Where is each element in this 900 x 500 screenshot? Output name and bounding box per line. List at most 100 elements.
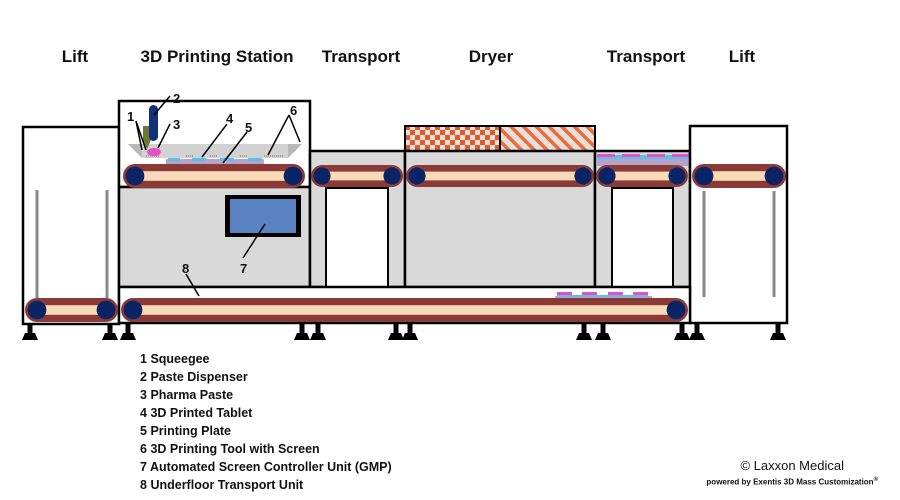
belt-inner (128, 305, 681, 315)
callout-line-6b (288, 114, 301, 143)
roller (764, 166, 784, 186)
section-title-lift-left: Lift (62, 47, 89, 66)
printed-tablet (597, 154, 615, 157)
callout-7: 7 (240, 261, 247, 276)
legend-number: 6 (140, 442, 147, 456)
legend-item-1: 1 Squeegee (140, 350, 392, 368)
roller (283, 166, 303, 186)
roller (574, 167, 592, 185)
conveyor-belts (25, 164, 786, 322)
belt-dryer (406, 165, 594, 187)
roller (666, 300, 686, 320)
roller (408, 167, 426, 185)
machine-foot (310, 323, 326, 340)
printing-tool-right-bevel (288, 144, 302, 158)
printed-tablet (220, 158, 234, 161)
squeegee-blade (143, 140, 151, 149)
left-lift-housing (21, 125, 121, 326)
dryer-heater-striped (499, 125, 596, 152)
callout-line-5 (222, 131, 248, 164)
printed-tablet (248, 158, 262, 161)
legend-label: Printing Plate (150, 424, 232, 438)
pharma-paste (147, 148, 161, 156)
legend-item-2: 2 Paste Dispenser (140, 368, 392, 386)
machine-foot (689, 323, 705, 340)
belt-inner (699, 171, 779, 181)
plate-marker (557, 292, 572, 296)
callout-line-3 (157, 123, 171, 149)
legend-item-5: 5 Printing Plate (140, 422, 392, 440)
legend-label: 3D Printing Tool with Screen (150, 442, 320, 456)
legend-item-4: 4 3D Printed Tablet (140, 404, 392, 422)
legend-label: Automated Screen Controller Unit (GMP) (149, 460, 392, 474)
right-lift-housing (688, 124, 789, 325)
roller (313, 167, 331, 185)
callout-line-8 (185, 273, 200, 297)
plate-marker (608, 292, 623, 296)
copyright-text: © Laxxon Medical (740, 458, 844, 473)
callout-6: 6 (290, 103, 297, 118)
roller (27, 300, 47, 320)
legend-label: Pharma Paste (150, 388, 234, 402)
plate-marker-base (557, 295, 648, 297)
printed-tablet (192, 158, 206, 161)
left-lift-unit (21, 125, 121, 326)
printed-tablet (672, 154, 689, 157)
machine-foot (388, 323, 404, 340)
section-title-transport-2: Transport (607, 47, 686, 66)
legend-number: 3 (140, 388, 147, 402)
paste-dispenser (149, 105, 158, 141)
printed-tablet (647, 154, 665, 157)
belt-inner (130, 171, 298, 181)
belt-inner (32, 305, 111, 315)
printed-tablet (168, 158, 180, 161)
machine-foot (576, 323, 592, 340)
legend-item-7: 7 Automated Screen Controller Unit (GMP) (140, 458, 392, 476)
roller (125, 166, 145, 186)
callout-4: 4 (226, 111, 234, 126)
belt-printing-station (123, 164, 305, 188)
machine-foot (120, 323, 136, 340)
legend-number: 8 (140, 478, 147, 492)
roller (123, 300, 143, 320)
printing-station-unit (117, 99, 312, 289)
transport-1-opening (325, 187, 389, 288)
squeegee (143, 126, 151, 140)
legend-item-3: 3 Pharma Paste (140, 386, 392, 404)
printing-tool-left-bevel (128, 144, 142, 158)
roller (694, 166, 714, 186)
section-title-lift-right: Lift (729, 47, 756, 66)
callout-line-6a (267, 114, 290, 156)
belt-left-lift (25, 298, 118, 322)
machine-foot (402, 323, 418, 340)
legend-item-6: 6 3D Printing Tool with Screen (140, 440, 392, 458)
roller (96, 300, 116, 320)
dryer-unit (403, 125, 597, 289)
callout-8: 8 (182, 261, 189, 276)
belt-right-lift (692, 164, 786, 188)
callout-5: 5 (245, 120, 252, 135)
machine-foot (102, 323, 118, 340)
legend-label: Paste Dispenser (150, 370, 248, 384)
roller (598, 167, 616, 185)
machine-foot (595, 323, 611, 340)
machine-foot (770, 323, 786, 340)
printed-tablet (622, 154, 640, 157)
powered-by-label: powered by Exentis 3D Mass Customization (706, 477, 874, 487)
printed-tablets (596, 155, 690, 159)
dryer-heater-checkered (404, 125, 501, 152)
powered-by-text: powered by Exentis 3D Mass Customization… (706, 477, 878, 487)
belt-transport-1 (311, 165, 403, 187)
legend-number: 5 (140, 424, 147, 438)
legend-number: 7 (140, 460, 147, 474)
plate-marker (582, 292, 597, 296)
belt-inner (317, 171, 397, 181)
plate-marker (633, 292, 648, 296)
callout-lines (135, 95, 301, 297)
legend-item-8: 8 Underfloor Transport Unit (140, 476, 392, 494)
transport-2-opening (611, 187, 674, 288)
registered-mark: ® (873, 477, 878, 483)
legend-number: 2 (140, 370, 147, 384)
credit-block: © Laxxon Medical powered by Exentis 3D M… (706, 458, 878, 487)
belt-inner (602, 171, 682, 181)
